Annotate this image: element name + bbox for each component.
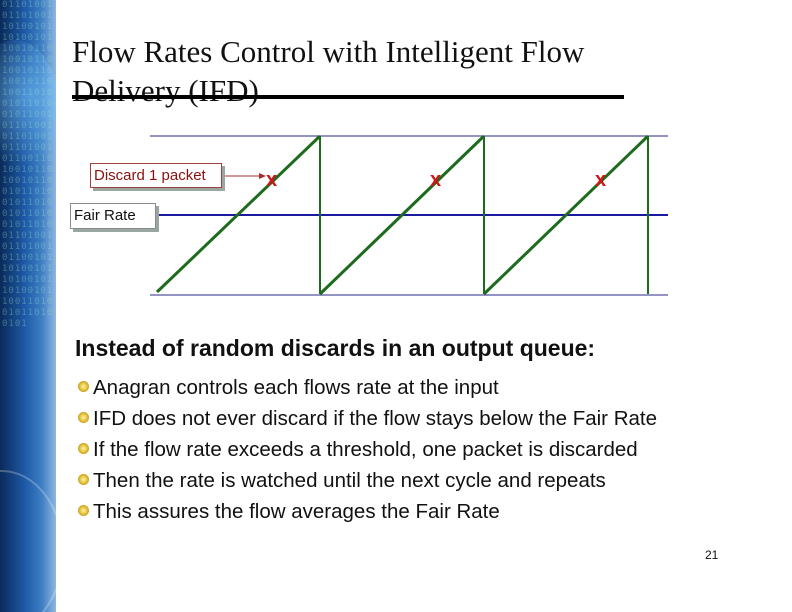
bullet-icon	[78, 474, 89, 485]
bullet-icon	[78, 381, 89, 392]
decorative-side-band: 0110100101101001101001011010010110010110…	[0, 0, 56, 612]
slide-title: Flow Rates Control with Intelligent Flow…	[72, 32, 752, 110]
binary-pattern: 0110100101101001101001011010010110010110…	[2, 0, 54, 329]
discard-marker-1: x	[266, 169, 277, 191]
section-heading: Instead of random discards in an output …	[75, 335, 596, 361]
sawtooth-ramp-3	[482, 134, 650, 296]
bullet-text: Then the rate is watched until the next …	[93, 469, 606, 492]
list-item: IFD does not ever discard if the flow st…	[78, 403, 698, 434]
fair-rate-callout: Fair Rate	[70, 203, 156, 229]
discard-callout-arrowhead	[259, 173, 266, 179]
bullet-icon	[78, 505, 89, 516]
title-rule	[72, 95, 624, 99]
discard-marker-2: x	[430, 169, 441, 191]
bullet-icon	[78, 443, 89, 454]
sawtooth-ramp-2	[318, 134, 486, 296]
title-line-2: Delivery (IFD)	[72, 73, 259, 108]
discard-callout: Discard 1 packet	[90, 163, 222, 188]
globe-graphic	[0, 40, 56, 180]
list-item: Then the rate is watched until the next …	[78, 465, 698, 496]
list-item: Anagran controls each flows rate at the …	[78, 372, 698, 403]
bullet-text: Anagran controls each flows rate at the …	[93, 376, 499, 399]
sawtooth-ramp-1	[155, 134, 322, 294]
page-number: 21	[705, 548, 719, 562]
bullet-list: Anagran controls each flows rate at the …	[78, 372, 698, 527]
bullet-icon	[78, 412, 89, 423]
bullet-text: IFD does not ever discard if the flow st…	[93, 407, 658, 430]
discard-marker-3: x	[595, 169, 606, 191]
bullet-text: This assures the flow averages the Fair …	[93, 500, 500, 523]
list-item: If the flow rate exceeds a threshold, on…	[78, 434, 698, 465]
title-line-1: Flow Rates Control with Intelligent Flow	[72, 34, 585, 69]
list-item: This assures the flow averages the Fair …	[78, 496, 698, 527]
bullet-text: If the flow rate exceeds a threshold, on…	[93, 438, 638, 461]
